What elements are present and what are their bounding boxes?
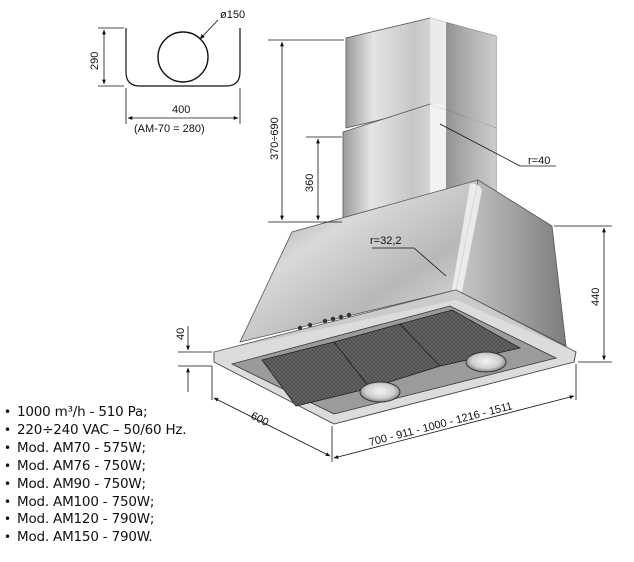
- spec-voltage: 220÷240 VAC – 50/60 Hz.: [4, 422, 187, 440]
- chimney-height-label: 370÷690: [269, 117, 281, 160]
- duct-depth-label: 290: [89, 52, 101, 70]
- radius-edge-label: r=32,2: [370, 235, 402, 247]
- hood-light-right: [465, 351, 507, 373]
- rim-height-label: 40: [175, 328, 187, 340]
- spec-airflow: 1000 m³/h - 510 Pa;: [4, 404, 186, 422]
- control-panel: [297, 312, 352, 331]
- chimney-lower-label: 360: [304, 174, 316, 192]
- spec-model-am100: Mod. AM100 - 750W;: [4, 494, 186, 512]
- depth-label: 600: [249, 410, 271, 429]
- duct-circle: [157, 31, 209, 83]
- spec-model-am76: Mod. AM76 - 750W;: [4, 458, 186, 476]
- duct-width-label: 400: [172, 104, 190, 116]
- spec-model-am150: Mod. AM150 - 790W.: [4, 529, 186, 547]
- spec-model-am120: Mod. AM120 - 790W;: [4, 511, 186, 529]
- duct-width-note: (AM-70 = 280): [134, 123, 205, 135]
- duct-outline: [125, 28, 241, 87]
- duct-top-view: ø150 290 400 (AM-70 = 280): [89, 9, 245, 135]
- spec-model-am70: Mod. AM70 - 575W;: [4, 440, 186, 458]
- spec-list: 1000 m³/h - 510 Pa; 220÷240 VAC – 50/60 …: [4, 404, 187, 547]
- hood-light-left: [359, 381, 401, 403]
- spec-model-am90: Mod. AM90 - 750W;: [4, 476, 186, 494]
- radius-top-label: r=40: [528, 155, 550, 167]
- canopy-height-label: 440: [590, 288, 602, 306]
- diameter-label: ø150: [220, 9, 245, 21]
- hood-illustration: [213, 17, 577, 425]
